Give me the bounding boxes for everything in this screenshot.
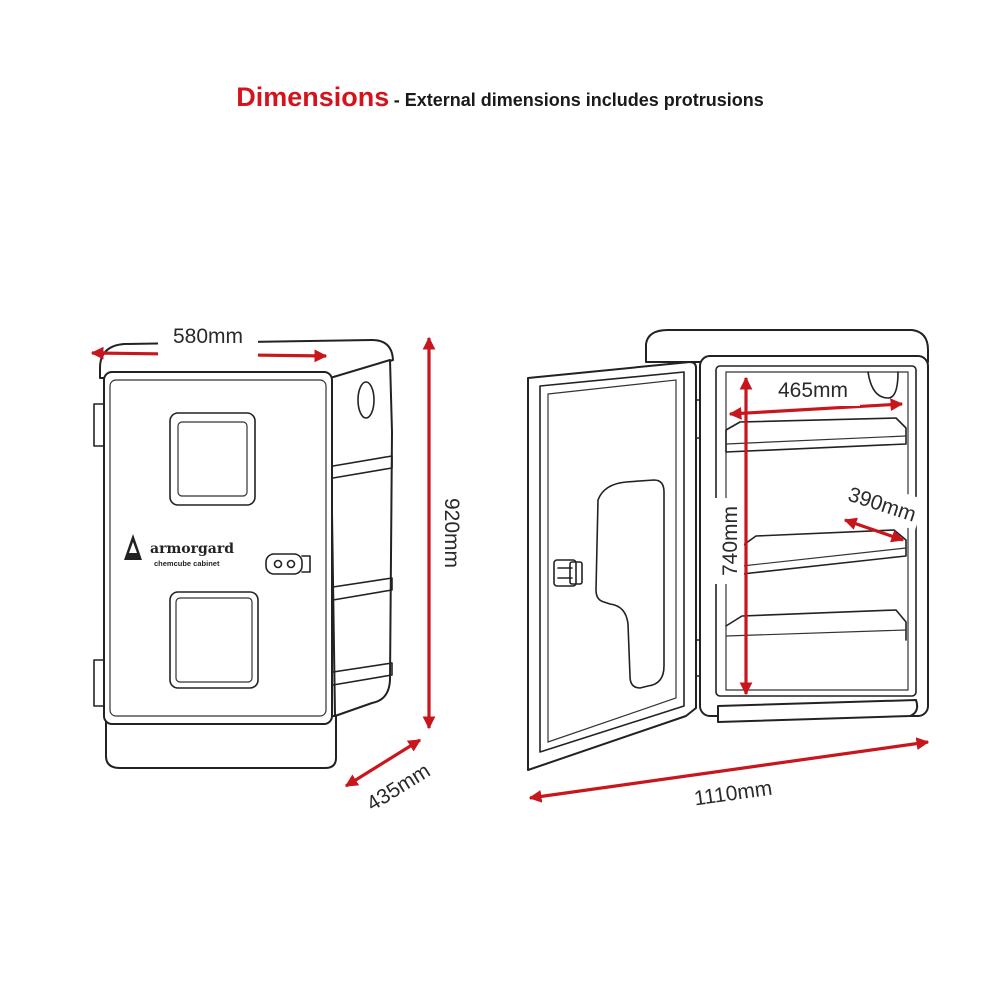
closed-cabinet-drawing: armorgard chemcube cabinet bbox=[93, 339, 394, 769]
interior-width-label: 465mm bbox=[778, 379, 848, 402]
overall-width-label: 1110mm bbox=[693, 777, 774, 811]
title-subtitle: - External dimensions includes protrusio… bbox=[393, 90, 764, 110]
page-title: Dimensions - External dimensions include… bbox=[0, 82, 1000, 113]
interior-height-label: 740mm bbox=[719, 506, 742, 576]
door-latch-icon bbox=[553, 559, 583, 587]
title-main: Dimensions bbox=[236, 82, 390, 112]
depth-arrow bbox=[344, 738, 422, 788]
open-cabinet-drawing bbox=[527, 329, 929, 771]
lock-icon bbox=[265, 553, 311, 575]
overall-width-arrow bbox=[528, 737, 930, 803]
armorgard-logo-icon bbox=[124, 534, 142, 560]
interior-depth-arrow bbox=[843, 517, 905, 543]
brand-name: armorgard bbox=[150, 541, 234, 557]
height-label: 920mm bbox=[440, 498, 463, 568]
width-label: 580mm bbox=[173, 325, 243, 348]
interior-width-arrow bbox=[728, 398, 904, 420]
brand-product: chemcube cabinet bbox=[154, 559, 220, 568]
